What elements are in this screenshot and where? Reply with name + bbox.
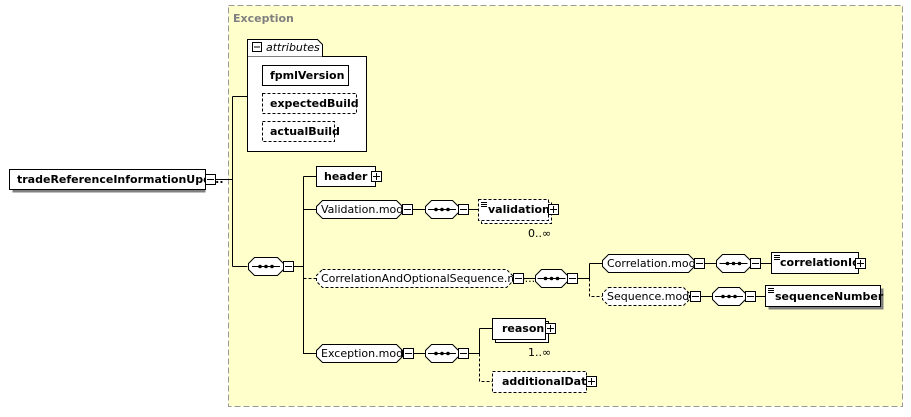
sequence-model-box[interactable] bbox=[602, 287, 690, 306]
validation-expand-icon[interactable] bbox=[548, 204, 559, 215]
reason-element: reason bbox=[502, 322, 544, 335]
correlation-model-collapse-icon[interactable] bbox=[694, 258, 705, 269]
validation-simple-type-icon bbox=[481, 202, 487, 207]
additional-data-element: additionalData bbox=[502, 375, 594, 388]
attribute-fpmlversion-box[interactable] bbox=[262, 65, 349, 86]
validation-model-box[interactable] bbox=[316, 200, 403, 219]
correlation-id-expand-icon[interactable] bbox=[855, 258, 866, 269]
sequence-number-element: sequenceNumber bbox=[775, 290, 884, 303]
attributes-collapse-icon[interactable] bbox=[252, 42, 262, 52]
correlation-id-simple-type-icon bbox=[774, 255, 780, 260]
validation-model: Validation.model bbox=[321, 203, 413, 216]
attribute-actualbuild: actualBuild bbox=[270, 125, 340, 138]
corr-opt-seq-sequence-collapse-icon[interactable] bbox=[567, 273, 578, 284]
reason-cardinality: 1..∞ bbox=[528, 346, 551, 359]
corr-opt-seq-model-collapse-icon[interactable] bbox=[513, 273, 524, 284]
exception-model-box[interactable] bbox=[316, 344, 403, 363]
header-element: header bbox=[324, 170, 368, 183]
sequence-model-collapse-icon[interactable] bbox=[690, 291, 701, 302]
main-sequence-collapse-icon[interactable] bbox=[283, 261, 294, 272]
root-element: tradeReferenceInformationUpd... bbox=[17, 173, 224, 186]
correlation-model-box[interactable] bbox=[602, 254, 695, 273]
additional-data-expand-icon[interactable] bbox=[586, 376, 597, 387]
exception-sequence-collapse-icon[interactable] bbox=[458, 348, 469, 359]
attribute-expectedbuild: expectedBuild bbox=[270, 97, 359, 110]
header-expand-icon[interactable] bbox=[371, 171, 382, 182]
sequence-model: Sequence.model bbox=[607, 290, 699, 303]
corr-opt-seq-model: CorrelationAndOptionalSequence.mo... bbox=[321, 272, 535, 285]
validation-element: validation bbox=[488, 203, 550, 216]
attribute-actualbuild-box[interactable] bbox=[262, 121, 335, 142]
attributes-label: attributes bbox=[266, 41, 320, 54]
attributes-tab bbox=[247, 39, 323, 57]
sequence-number-box[interactable] bbox=[765, 285, 881, 307]
type-label: Exception bbox=[233, 12, 294, 25]
root-collapse-icon[interactable] bbox=[205, 174, 216, 185]
validation-sequence-collapse-icon[interactable] bbox=[458, 204, 469, 215]
sequence-model-sequence-collapse-icon[interactable] bbox=[745, 291, 756, 302]
corr-opt-seq-model-box[interactable] bbox=[316, 269, 513, 288]
exception-model: Exception.model bbox=[321, 347, 413, 360]
correlation-id-element: correlationId bbox=[780, 256, 860, 269]
correlation-model: Correlation.model bbox=[607, 257, 705, 270]
validation-model-collapse-icon[interactable] bbox=[402, 204, 413, 215]
validation-cardinality: 0..∞ bbox=[528, 227, 551, 240]
reason-expand-icon[interactable] bbox=[545, 323, 556, 334]
additional-data-box[interactable] bbox=[492, 371, 587, 393]
attribute-fpmlversion: fpmlVersion bbox=[270, 69, 344, 82]
exception-model-collapse-icon[interactable] bbox=[403, 348, 414, 359]
correlation-sequence-collapse-icon[interactable] bbox=[750, 258, 761, 269]
sequence-number-simple-type-icon bbox=[768, 288, 774, 293]
attribute-expectedbuild-box[interactable] bbox=[262, 93, 357, 114]
